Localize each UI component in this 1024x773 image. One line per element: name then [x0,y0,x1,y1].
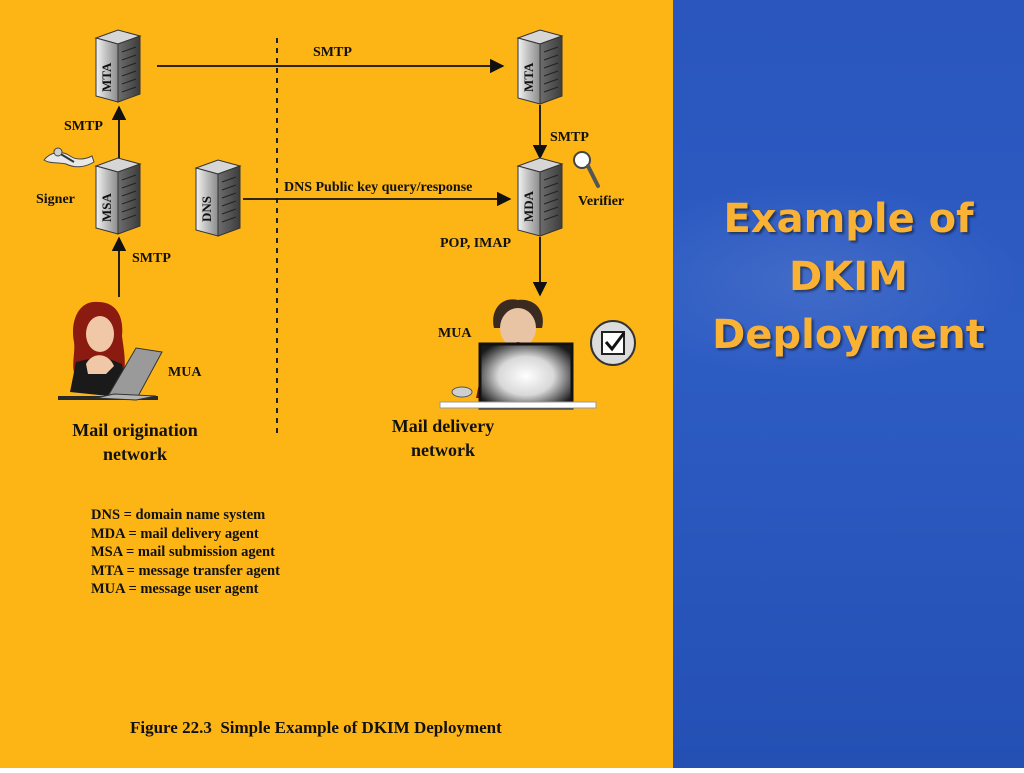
slide-title-line: Deployment [712,312,985,358]
mta-left-server-icon: MTA [94,29,142,103]
msa-server-icon: MSA [94,157,142,235]
smtp-msa-mta-label: SMTP [64,119,103,134]
dns-query-label: DNS Public key query/response [284,180,472,195]
abbreviation-legend: DNS = domain name system MDA = mail deli… [91,506,280,599]
laptop-icon [95,347,163,401]
legend-item: MDA = mail delivery agent [91,525,259,542]
magnifier-icon [573,151,600,188]
legend-item: DNS = domain name system [91,507,266,523]
title-panel-sheen [673,180,1024,380]
dkim-diagram: MTA MSA DNS MTA [36,29,636,464]
legend-item: MSA = mail submission agent [91,544,275,560]
delivery-network-line-1: Mail delivery [392,416,494,436]
mda-server-icon: MDA [516,157,564,237]
monitor-icon [439,342,597,410]
msa-label: MSA [99,193,114,223]
smtp-top-label: SMTP [313,45,352,60]
dns-server-icon: DNS [194,159,242,237]
verifier-label: Verifier [578,194,624,209]
smtp-mta-mda-label: SMTP [550,130,589,145]
mta-left-label: MTA [99,62,114,92]
origination-network-line-2: network [103,444,167,464]
figure-caption: Figure 22.3 Simple Example of DKIM Deplo… [130,718,502,737]
legend-item: MTA = message transfer agent [91,562,280,579]
delivery-network-line-2: network [411,440,475,460]
signer-label: Signer [36,192,75,207]
slide-title: Example of DKIM Deployment [673,190,1024,364]
title-panel: Example of DKIM Deployment [673,0,1024,768]
dns-label: DNS [199,196,214,222]
mta-right-server-icon: MTA [516,29,564,105]
mua-left-label: MUA [168,365,202,380]
smtp-mua-msa-label: SMTP [132,251,171,266]
origination-network-line-1: Mail origination [72,420,198,440]
legend-item: MUA = message user agent [91,581,259,597]
pop-imap-label: POP, IMAP [440,236,511,251]
mda-label: MDA [521,190,536,222]
slide-title-line: Example of [723,196,974,242]
slide-title-line: DKIM [789,254,908,300]
mua-right-label: MUA [438,326,472,341]
figure-panel: MTA MSA DNS MTA [0,0,673,768]
mta-right-label: MTA [521,62,536,92]
verified-check-icon [590,320,636,366]
signing-pen-icon [43,147,95,168]
